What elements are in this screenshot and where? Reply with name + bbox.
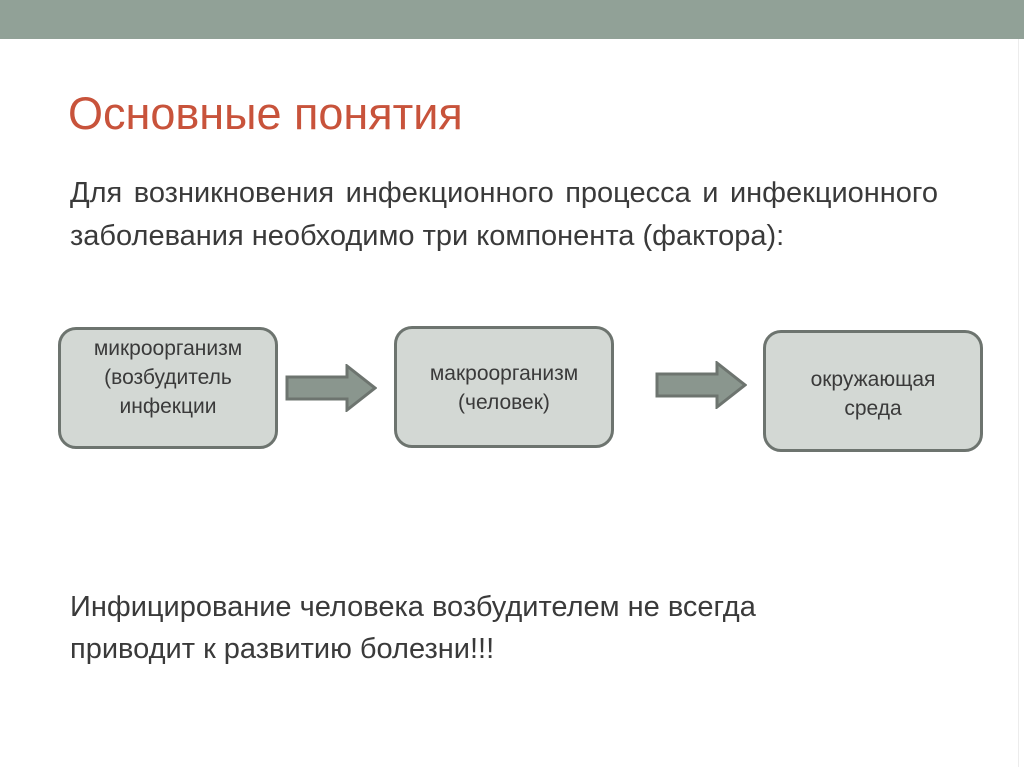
box-environment: окружающая среда — [763, 330, 983, 452]
box-macroorganism: макроорганизм (человек) — [394, 326, 614, 448]
arrow-right-icon — [285, 364, 377, 412]
intro-text: Для возникновения инфекционного процесса… — [70, 177, 938, 252]
slide-title: Основные понятия — [68, 88, 463, 139]
conclusion-text: Инфицирование человека возбудителем не в… — [70, 586, 756, 670]
conclusion-line-1: Инфицирование человека возбудителем не в… — [70, 591, 756, 623]
arrow-right-icon — [655, 361, 747, 409]
top-accent-bar — [0, 0, 1024, 39]
box-microorganism: микроорганизм (возбудитель инфекции — [58, 327, 278, 449]
conclusion-line-2: приводит к развитию болезни!!! — [70, 633, 495, 665]
slide-edge — [1018, 39, 1019, 767]
